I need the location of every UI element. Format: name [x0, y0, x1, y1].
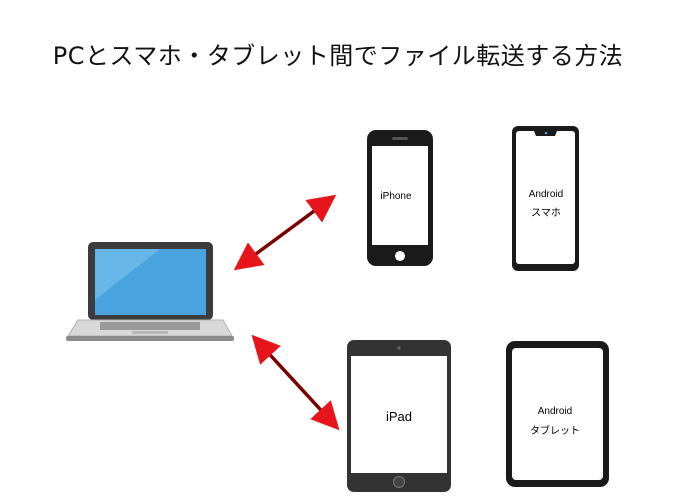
arrow-laptop-to-phones	[233, 194, 337, 271]
android-tablet-label-line1: Android	[538, 406, 572, 417]
android-phone-device: Android スマホ	[512, 126, 579, 271]
laptop-icon	[66, 242, 234, 341]
ipad-device: iPad	[347, 340, 451, 492]
arrow-laptop-to-tablets	[251, 334, 340, 431]
android-tablet-label-line2: タブレット	[530, 424, 580, 437]
iphone-device: iPhone	[367, 130, 433, 266]
page-title: PCとスマホ・タブレット間でファイル転送する方法	[52, 42, 624, 70]
android-tablet-device: Android タブレット	[506, 341, 609, 487]
iphone-label: iPhone	[380, 191, 412, 202]
android-phone-label-line1: Android	[529, 189, 563, 200]
android-phone-label-line2: スマホ	[531, 207, 561, 219]
ipad-label: iPad	[386, 409, 412, 424]
